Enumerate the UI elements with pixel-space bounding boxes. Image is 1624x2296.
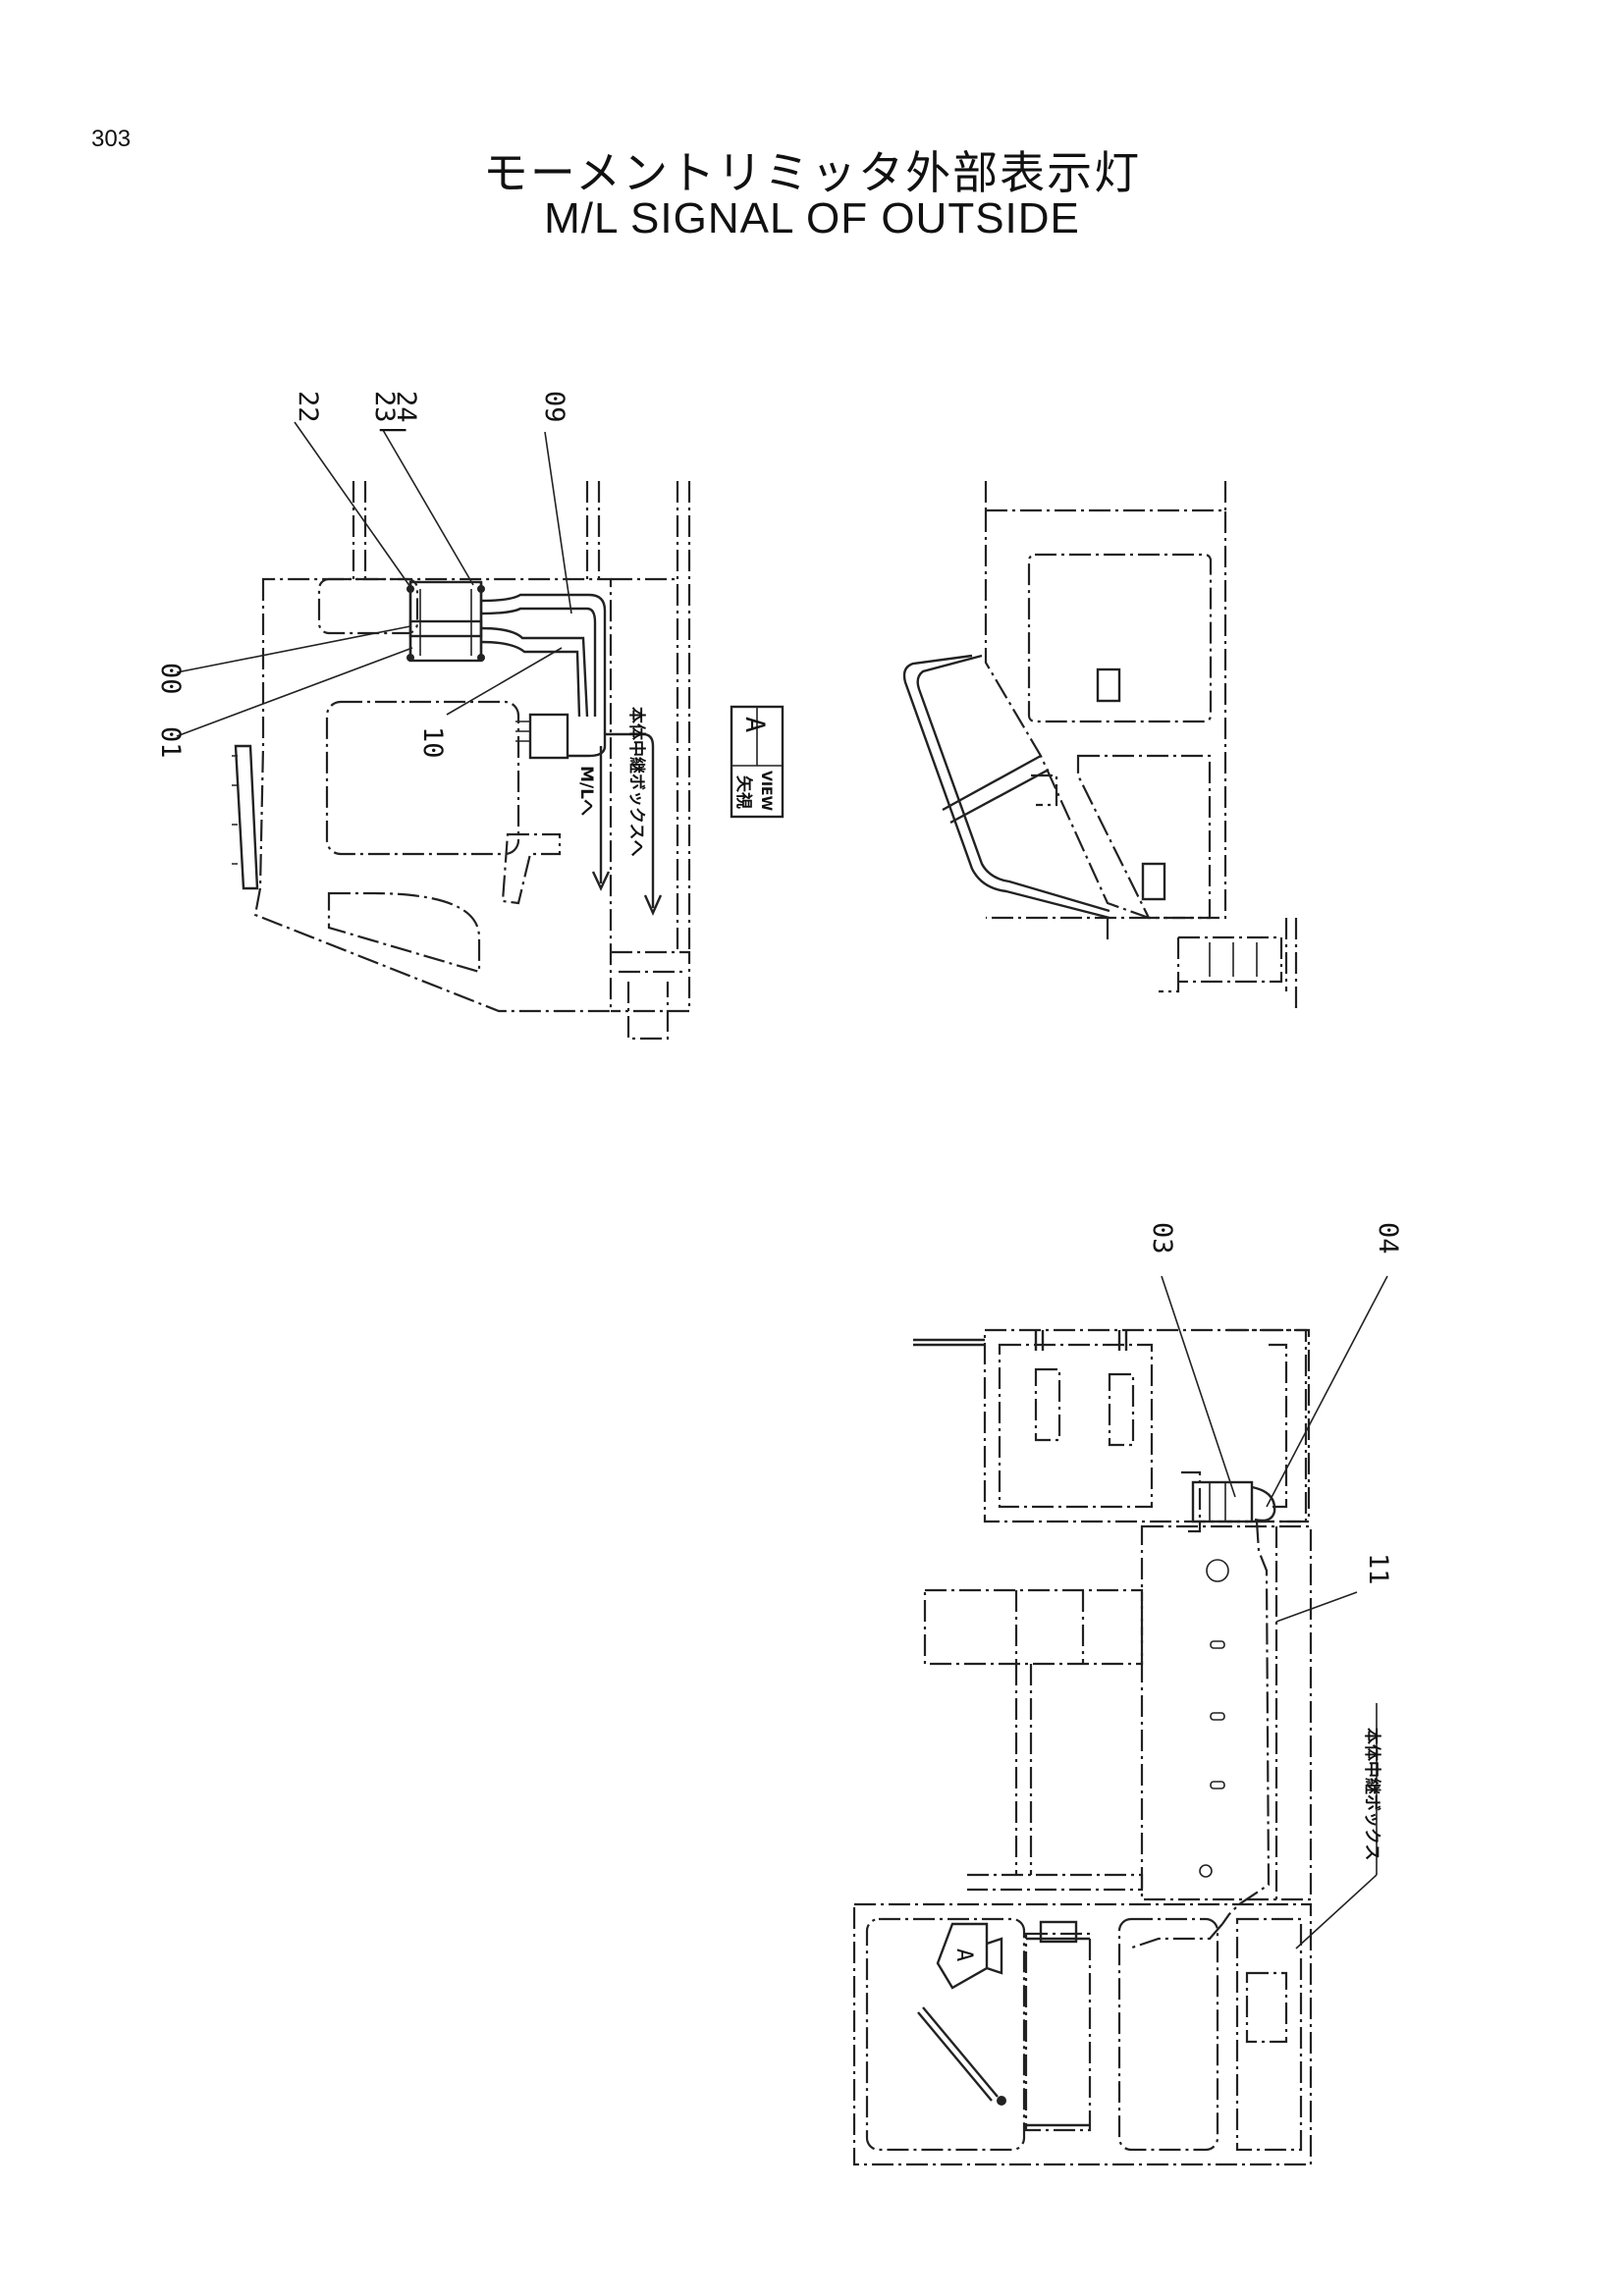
view-tag-en: VIEW [758,771,774,811]
label-junction-box: 本体中継ボックス [1362,1728,1382,1861]
callout-23: 23 [369,391,400,423]
callout-11: 11 [1363,1553,1393,1585]
carrier-top-view-drawing [852,1275,1388,2166]
label-to-junction-box: 本体中継ボックスへ [626,707,647,857]
arrow-label-a: A [951,1949,976,1961]
callout-00: 00 [155,663,186,695]
callout-dash: | [379,422,409,438]
label-to-ml: M/Lへ [576,766,596,816]
callout-04: 04 [1373,1222,1403,1255]
view-a-tag: 矢視 VIEW A [730,705,785,819]
cab-side-drawing [902,481,1298,1011]
page-number: 303 [91,126,132,152]
callout-22: 22 [293,391,323,423]
title-japanese: モーメントリミッタ外部表示灯 [482,146,1142,199]
view-tag-letter: A [739,717,770,732]
callout-10: 10 [417,726,448,759]
view-tag-jp: 矢視 [733,775,754,809]
callout-09: 09 [539,391,569,423]
view-a-cab-drawing [176,421,691,1041]
callout-24: 24 [391,391,421,423]
title-english: M/L SIGNAL OF OUTSIDE [544,194,1080,242]
callout-03: 03 [1147,1222,1177,1255]
callout-01: 01 [155,726,186,759]
